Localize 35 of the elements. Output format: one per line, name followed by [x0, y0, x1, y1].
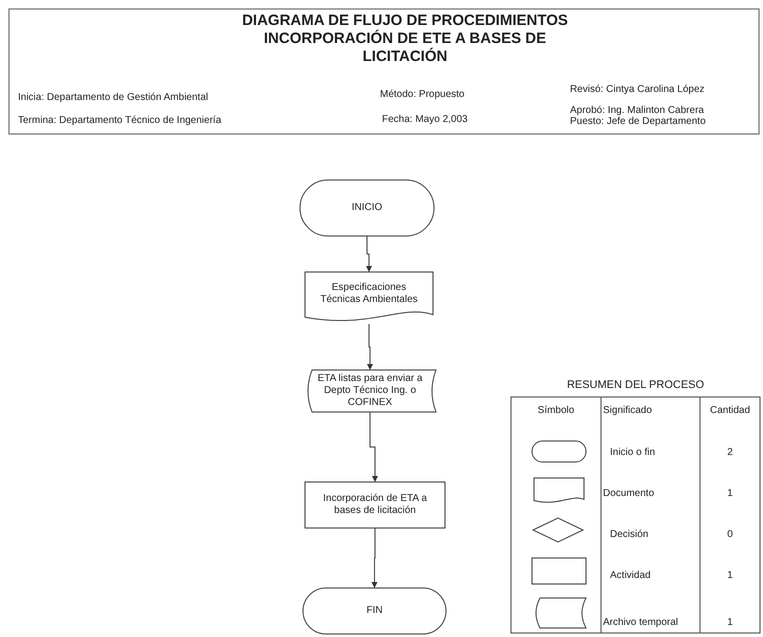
header-field: Aprobó: Ing. Malinton Cabrera: [570, 105, 704, 117]
column-header: Símbolo: [536, 405, 576, 417]
table-cell: Inicio o fin: [610, 447, 656, 459]
table-cell-text: 2: [726, 447, 734, 459]
column-header: Cantidad: [708, 405, 752, 417]
arrow: [372, 528, 378, 588]
title: DIAGRAMA DE FLUJO DE PROCEDIMIENTOS INCORPORACIÓN DE ETE A BASES DE LICITACIÓN: [241, 12, 569, 66]
document-shape: [305, 272, 433, 324]
table-cell: Documento: [603, 488, 654, 500]
node-label: Incorporación de ETA a bases de licitación: [322, 493, 428, 517]
table-title: RESUMEN DEL PROCESO: [566, 379, 706, 391]
terminator-shape: [300, 180, 434, 236]
process-box: [305, 482, 445, 528]
table-cell-text: 1: [726, 617, 734, 629]
header-field: Termina: Departamento Técnico de Ingeniería: [18, 115, 222, 127]
table-cell-text: 0: [726, 529, 734, 541]
table-cell-text: 1: [726, 570, 734, 582]
node-label: INICIO: [352, 202, 382, 214]
column-header: Significado: [603, 405, 652, 417]
header-field: Fecha: Mayo 2,003: [382, 114, 468, 126]
arrow: [367, 324, 373, 370]
header-field: Método: Propuesto: [380, 89, 464, 101]
arrow: [370, 412, 378, 482]
node-label: ETA listas para enviar a Depto Técnico Ing. o COFINEX: [316, 373, 424, 409]
node-label: FIN: [366, 605, 383, 617]
table-cell: Actividad: [610, 570, 651, 582]
table-cell: Decisión: [610, 529, 648, 541]
node-label: Especificaciones Técnicas Ambientales: [319, 282, 419, 306]
header-field: Puesto: Jefe de Departamento: [570, 116, 706, 128]
header-field: Inicia: Departamento de Gestión Ambiental: [18, 92, 208, 104]
terminator-shape: [303, 588, 446, 634]
header-field: Revisó: Cintya Carolina López: [570, 84, 705, 96]
table-cell: Archivo temporal: [603, 617, 678, 629]
arrow: [366, 236, 372, 272]
table-cell-text: 1: [726, 488, 734, 500]
